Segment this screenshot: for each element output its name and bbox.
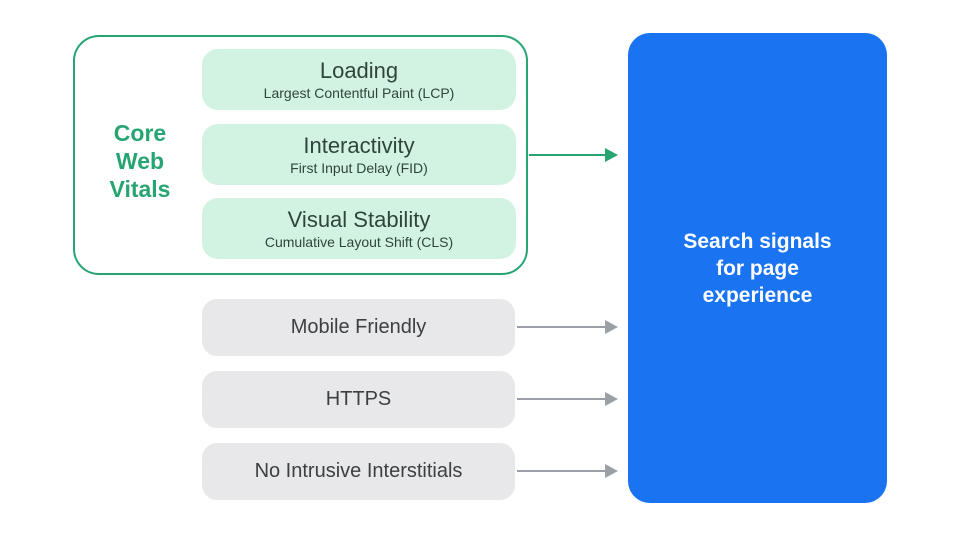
signal-row-label: Mobile Friendly — [290, 316, 427, 338]
search-signals-panel-text-line: Search signals — [683, 229, 832, 253]
arrow-shaft — [529, 154, 606, 156]
arrow-head-icon — [605, 464, 618, 478]
vital-card-visual-stability: Visual Stability Cumulative Layout Shift… — [202, 198, 516, 259]
signal-row-label: HTTPS — [325, 388, 392, 410]
search-signals-panel-text-line: for page — [716, 256, 799, 280]
vital-card-loading: Loading Largest Contentful Paint (LCP) — [202, 49, 516, 110]
signal-row-no-intrusive-interstitials: No Intrusive Interstitials — [202, 443, 515, 500]
vital-card-subtitle: Largest Contentful Paint (LCP) — [263, 84, 455, 101]
search-signals-panel: Search signals for page experience — [628, 33, 887, 503]
core-web-vitals-label: Core Web Vitals — [80, 119, 200, 203]
search-signals-panel-text-line: experience — [702, 283, 813, 307]
core-web-vitals-arrow-icon — [529, 148, 618, 162]
vital-card-subtitle: First Input Delay (FID) — [290, 159, 428, 176]
core-web-vitals-label-line: Core — [113, 120, 167, 146]
https-arrow-icon — [517, 392, 618, 406]
vital-card-interactivity: Interactivity First Input Delay (FID) — [202, 124, 516, 185]
signal-row-https: HTTPS — [202, 371, 515, 428]
vital-card-title: Visual Stability — [287, 206, 431, 232]
vital-card-title: Interactivity — [303, 132, 415, 158]
mobile-friendly-arrow-icon — [517, 320, 618, 334]
signal-row-mobile-friendly: Mobile Friendly — [202, 299, 515, 356]
arrow-shaft — [517, 470, 606, 472]
core-web-vitals-label-line: Vitals — [109, 176, 171, 202]
arrow-head-icon — [605, 320, 618, 334]
core-web-vitals-label-line: Web — [115, 148, 165, 174]
no-intrusive-interstitials-arrow-icon — [517, 464, 618, 478]
arrow-head-icon — [605, 392, 618, 406]
core-web-vitals-group — [73, 35, 528, 275]
arrow-head-icon — [605, 148, 618, 162]
vital-card-title: Loading — [319, 57, 399, 83]
arrow-shaft — [517, 398, 606, 400]
signal-row-label: No Intrusive Interstitials — [254, 460, 463, 482]
vital-card-subtitle: Cumulative Layout Shift (CLS) — [264, 233, 454, 250]
arrow-shaft — [517, 326, 606, 328]
